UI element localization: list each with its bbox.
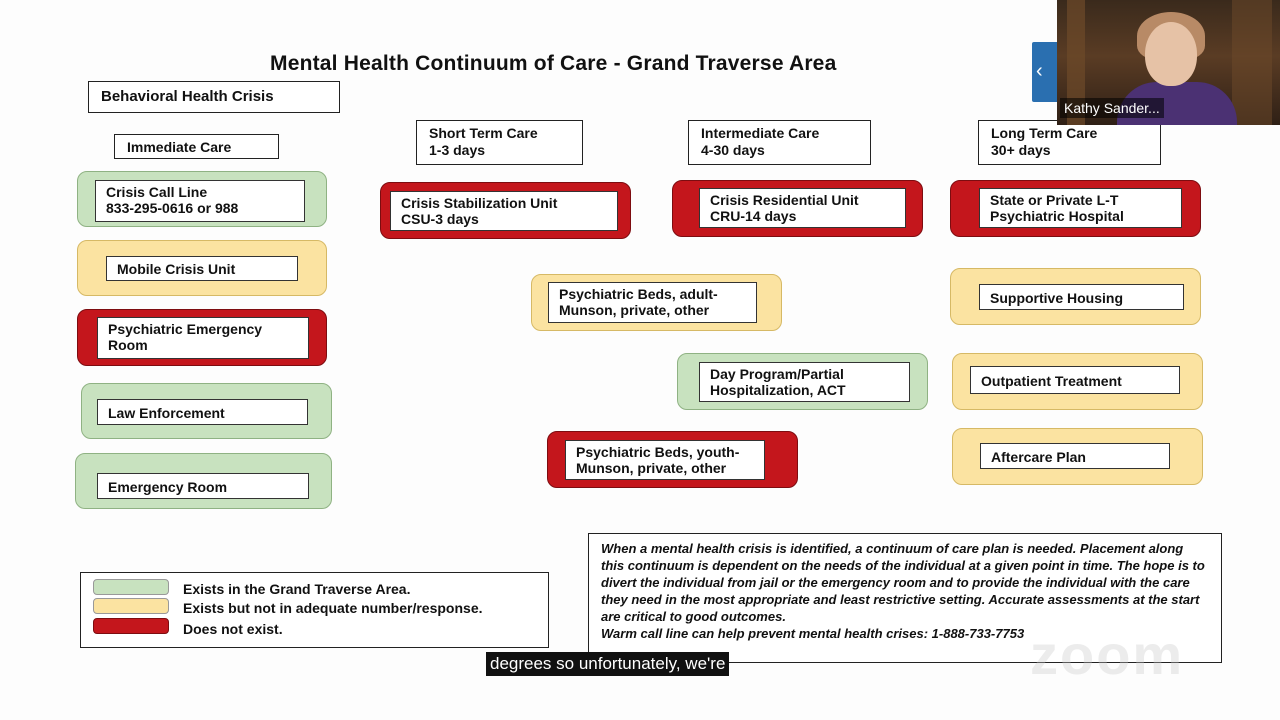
cru-line2: CRU-14 days [710,208,797,224]
continuum-note: When a mental health crisis is identifie… [588,533,1222,663]
slide-title: Mental Health Continuum of Care - Grand … [270,52,837,75]
mobile-crisis-label: Mobile Crisis Unit [106,256,298,281]
legend: Exists in the Grand Traverse Area. Exist… [80,572,549,648]
header-intermediate-line2: 4-30 days [701,142,765,158]
cru-label: Crisis Residential Unit CRU-14 days [699,188,906,228]
header-long-term-care: Long Term Care 30+ days [978,120,1161,165]
background-shelf [1067,0,1085,125]
csu-line1: Crisis Stabilization Unit [401,195,558,211]
crisis-call-line-number: 833-295-0616 or 988 [106,200,239,216]
csu-label: Crisis Stabilization Unit CSU-3 days [390,191,618,231]
mobile-crisis-card: Mobile Crisis Unit [77,240,327,296]
crisis-call-line-card: Crisis Call Line 833-295-0616 or 988 [77,171,327,227]
behavioral-health-crisis-label: Behavioral Health Crisis [88,81,340,113]
day-program-line1: Day Program/Partial [710,366,844,382]
header-immediate-care: Immediate Care [114,134,279,159]
psych-beds-youth-label: Psychiatric Beds, youth- Munson, private… [565,440,765,480]
psychiatric-er-line2: Room [108,337,148,353]
psych-beds-adult-line1: Psychiatric Beds, adult- [559,286,718,302]
participant-video-tile[interactable]: Kathy Sander... [1057,0,1280,125]
continuum-note-text: When a mental health crisis is identifie… [601,541,1205,624]
csu-card: Crisis Stabilization Unit CSU-3 days [380,182,631,239]
day-program-label: Day Program/Partial Hospitalization, ACT [699,362,910,402]
psych-beds-adult-line2: Munson, private, other [559,302,710,318]
day-program-card: Day Program/Partial Hospitalization, ACT [677,353,928,410]
psych-beds-youth-line2: Munson, private, other [576,460,727,476]
law-enforcement-card: Law Enforcement [81,383,332,439]
psych-beds-youth-line1: Psychiatric Beds, youth- [576,444,740,460]
psychiatric-er-line1: Psychiatric Emergency [108,321,263,337]
state-hospital-line2: Psychiatric Hospital [990,208,1124,224]
header-intermediate-line1: Intermediate Care [701,125,820,141]
aftercare-plan-label: Aftercare Plan [980,443,1170,469]
live-caption: degrees so unfortunately, we're [486,652,730,676]
outpatient-treatment-label: Outpatient Treatment [970,366,1180,394]
psychiatric-er-label: Psychiatric Emergency Room [97,317,309,359]
legend-swatch-red [93,618,169,634]
background-cabinet [1232,0,1272,125]
participant-face [1145,22,1197,86]
zoom-watermark: zoom [1030,623,1185,686]
slide-logo: ‹ [1032,42,1060,102]
emergency-room-card: Emergency Room [75,453,332,509]
psychiatric-er-card: Psychiatric Emergency Room [77,309,327,366]
header-short-term-care: Short Term Care 1-3 days [416,120,583,165]
state-hospital-card: State or Private L-T Psychiatric Hospita… [950,180,1201,237]
aftercare-plan-card: Aftercare Plan [952,428,1203,485]
crisis-call-line-title: Crisis Call Line [106,184,208,200]
header-intermediate-care: Intermediate Care 4-30 days [688,120,871,165]
header-long-term-line2: 30+ days [991,142,1051,158]
psych-beds-adult-label: Psychiatric Beds, adult- Munson, private… [548,282,757,323]
warm-call-line-text: Warm call line can help prevent mental h… [601,626,1025,641]
psych-beds-adult-card: Psychiatric Beds, adult- Munson, private… [531,274,782,331]
emergency-room-label: Emergency Room [97,473,309,499]
supportive-housing-card: Supportive Housing [950,268,1201,325]
csu-line2: CSU-3 days [401,211,479,227]
header-short-term-line1: Short Term Care [429,125,538,141]
legend-label-red: Does not exist. [183,621,283,637]
state-hospital-line1: State or Private L-T [990,192,1119,208]
day-program-line2: Hospitalization, ACT [710,382,846,398]
psych-beds-youth-card: Psychiatric Beds, youth- Munson, private… [547,431,798,488]
cru-card: Crisis Residential Unit CRU-14 days [672,180,923,237]
participant-name: Kathy Sander... [1060,98,1164,118]
legend-swatch-yellow [93,598,169,614]
chevron-left-icon: ‹ [1036,60,1043,82]
supportive-housing-label: Supportive Housing [979,284,1184,310]
cru-line1: Crisis Residential Unit [710,192,859,208]
law-enforcement-label: Law Enforcement [97,399,308,425]
legend-swatch-green [93,579,169,595]
outpatient-treatment-card: Outpatient Treatment [952,353,1203,410]
crisis-call-line-label: Crisis Call Line 833-295-0616 or 988 [95,180,305,222]
header-short-term-line2: 1-3 days [429,142,486,158]
legend-label-green: Exists in the Grand Traverse Area. [183,581,411,597]
state-hospital-label: State or Private L-T Psychiatric Hospita… [979,188,1182,228]
legend-label-yellow: Exists but not in adequate number/respon… [183,600,483,616]
header-long-term-line1: Long Term Care [991,125,1098,141]
